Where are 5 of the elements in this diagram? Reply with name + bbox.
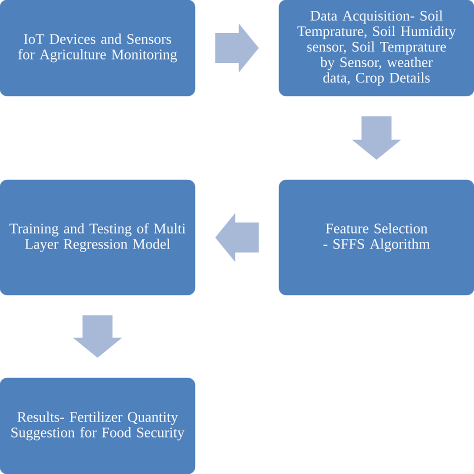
- process-box: Results- Fertilizer Quantity Suggestion for Food Security: [0, 378, 196, 474]
- process-box: Feature Selection - SFFS Algorithm: [278, 180, 474, 296]
- process-box: Data Acquisition- Soil Temprature, Soil Humidity sensor, Soil Temprature by Sensor, weather data, Crop Details: [278, 0, 474, 96]
- process-box: Training and Testing of Multi Layer Regression Model: [0, 180, 196, 296]
- process-box: IoT Devices and Sensors for Agriculture Monitoring: [0, 0, 196, 96]
